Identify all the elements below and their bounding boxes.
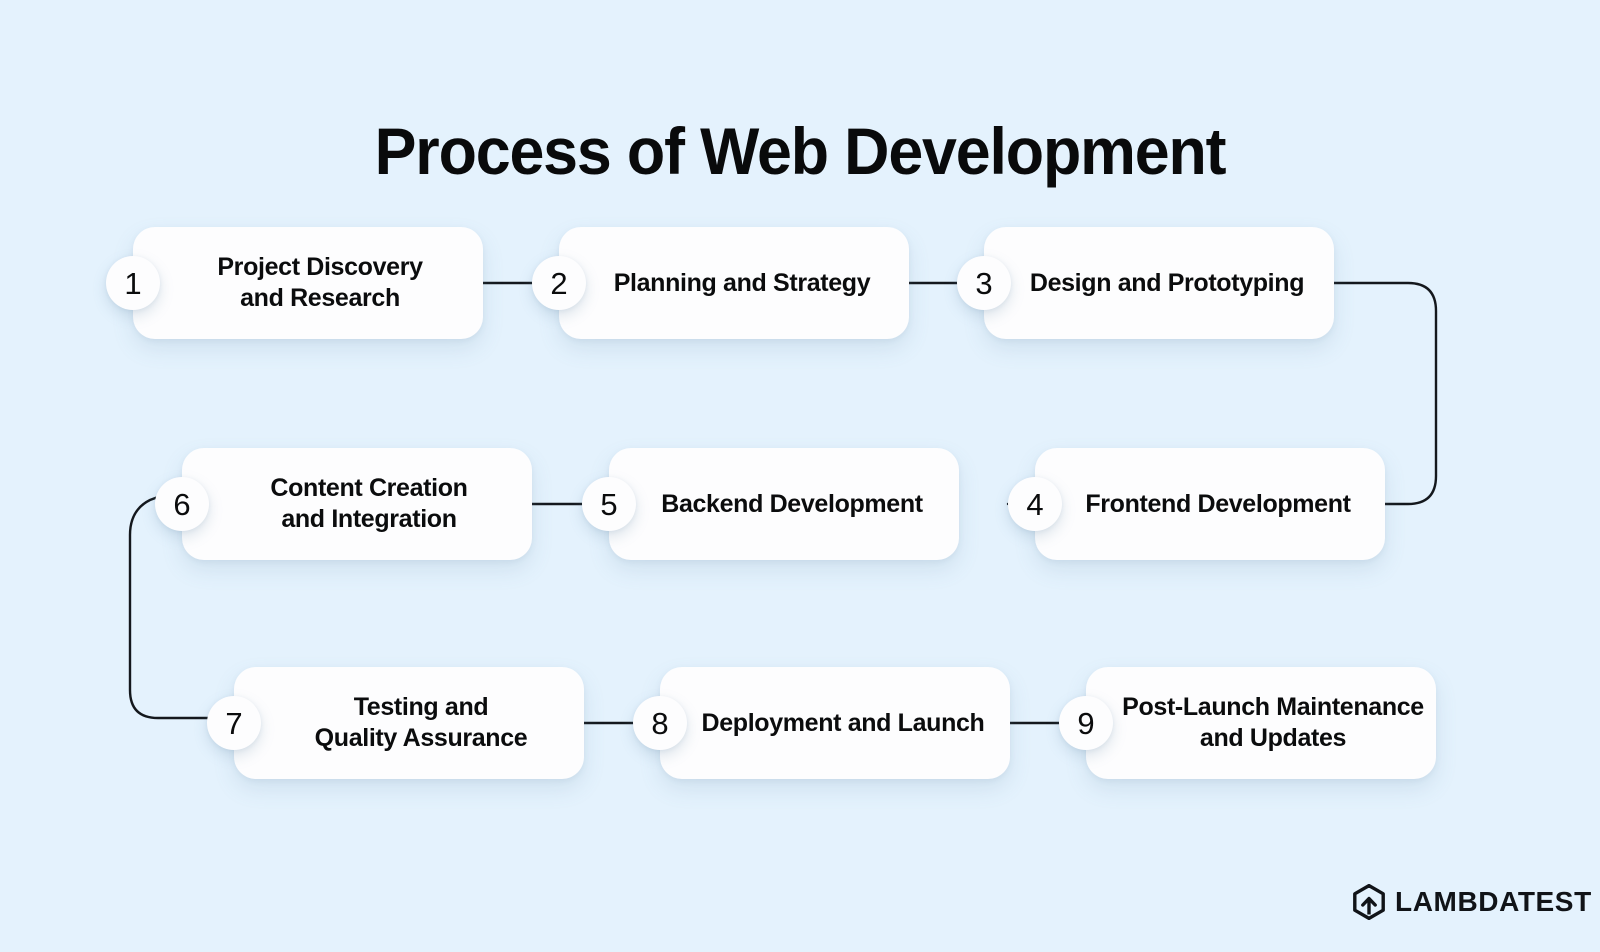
step-1-number: 1 — [106, 256, 160, 310]
step-2-card[interactable]: Planning and Strategy — [559, 227, 909, 339]
step-9-number: 9 — [1059, 696, 1113, 750]
step-7-label: Testing and Quality Assurance — [314, 693, 528, 752]
step-4[interactable]: Frontend Development 4 — [1008, 448, 1385, 560]
step-2-number: 2 — [532, 256, 586, 310]
step-4-card[interactable]: Frontend Development — [1035, 448, 1385, 560]
step-4-label: Frontend Development — [1085, 489, 1351, 518]
step-6-number: 6 — [155, 477, 209, 531]
step-9-label: Post-Launch Maintenance and Updates — [1122, 693, 1424, 752]
step-2-label: Planning and Strategy — [613, 268, 871, 297]
step-5[interactable]: Backend Development 5 — [582, 448, 959, 560]
lambdatest-wordmark: LAMBDATEST — [1395, 886, 1592, 917]
step-8-card[interactable]: Deployment and Launch — [660, 667, 1010, 779]
step-5-card[interactable]: Backend Development — [609, 448, 959, 560]
step-8-number: 8 — [633, 696, 687, 750]
page-title: Process of Web Development — [374, 114, 1227, 189]
step-8-label: Deployment and Launch — [701, 708, 985, 737]
step-3[interactable]: Design and Prototyping 3 — [957, 227, 1334, 339]
step-3-number: 3 — [957, 256, 1011, 310]
lambdatest-logo: LAMBDATEST — [1352, 884, 1592, 920]
step-1-label: Project Discovery and Research — [217, 253, 423, 312]
step-2[interactable]: Planning and Strategy 2 — [532, 227, 909, 339]
step-3-label: Design and Prototyping — [1029, 268, 1305, 297]
step-7[interactable]: Testing and Quality Assurance 7 — [207, 667, 584, 779]
step-5-number: 5 — [582, 477, 636, 531]
step-5-label: Backend Development — [661, 489, 923, 518]
step-9-card[interactable]: Post-Launch Maintenance and Updates — [1086, 667, 1436, 779]
hexagon-arrow-icon — [1353, 884, 1385, 920]
step-8[interactable]: Deployment and Launch 8 — [633, 667, 1010, 779]
step-6-card[interactable]: Content Creation and Integration — [182, 448, 532, 560]
step-6-label: Content Creation and Integration — [270, 474, 468, 533]
step-1-card[interactable]: Project Discovery and Research — [133, 227, 483, 339]
step-3-card[interactable]: Design and Prototyping — [984, 227, 1334, 339]
step-4-number: 4 — [1008, 477, 1062, 531]
step-9[interactable]: Post-Launch Maintenance and Updates 9 — [1059, 667, 1436, 779]
step-6[interactable]: Content Creation and Integration 6 — [155, 448, 532, 560]
step-7-card[interactable]: Testing and Quality Assurance — [234, 667, 584, 779]
step-1[interactable]: Project Discovery and Research 1 — [106, 227, 483, 339]
step-7-number: 7 — [207, 696, 261, 750]
